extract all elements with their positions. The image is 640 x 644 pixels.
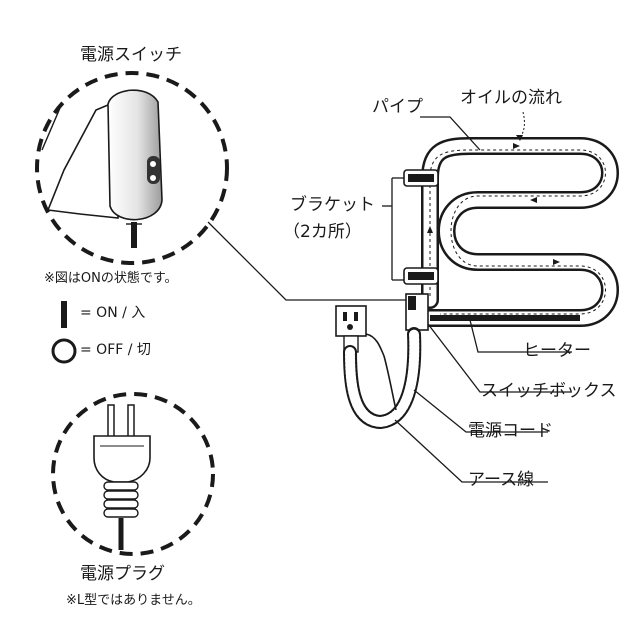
switch-state-note: ※図はONの状態です。 — [44, 271, 178, 286]
switch-leader-line — [207, 221, 408, 301]
switch-box — [405, 293, 429, 331]
wall-outlet — [335, 305, 367, 337]
heater-rod — [430, 315, 580, 321]
plug-type-note: ※L型ではありません。 — [66, 593, 201, 608]
power-plug-label: 電源プラグ — [80, 564, 165, 584]
power-plug-detail — [51, 392, 215, 556]
pipe — [421, 137, 619, 327]
heater-label: ヒーター — [523, 341, 591, 361]
switch-box-label: スイッチボックス — [481, 381, 617, 401]
bracket-count-label: （2カ所） — [283, 222, 362, 242]
bracket-bottom — [403, 267, 439, 285]
leader-lines — [382, 116, 572, 483]
bracket-top — [403, 169, 439, 187]
off-symbol-icon — [51, 338, 77, 364]
power-cord-label: 電源コード — [468, 421, 553, 441]
on-symbol-icon — [61, 301, 67, 328]
legend-on-label: = ON / 入 — [80, 305, 146, 321]
earth-wire-label: アース線 — [468, 470, 535, 490]
oil-flow-label: オイルの流れ — [460, 88, 562, 108]
pipe-label: パイプ — [372, 97, 423, 117]
legend-off-label: = OFF / 切 — [80, 342, 151, 358]
power-switch-detail — [35, 71, 229, 265]
power-switch-label: 電源スイッチ — [80, 45, 182, 65]
bracket-label: ブラケット — [290, 195, 375, 215]
